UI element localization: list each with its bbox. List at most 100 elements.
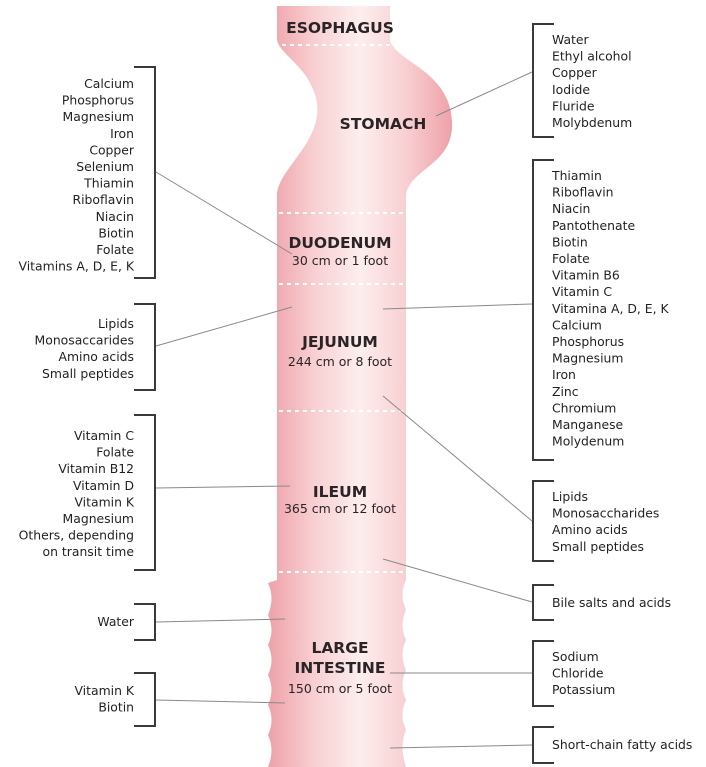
- bracket-left-jejunum: [134, 304, 155, 390]
- list-item: Vitamin D: [73, 478, 134, 493]
- list-item: Lipids: [552, 489, 588, 504]
- list-item: Riboflavin: [552, 185, 614, 200]
- bracket-left-water: [134, 604, 155, 640]
- list-item: Small peptides: [552, 539, 644, 554]
- bracket-left-ileum: [134, 415, 155, 570]
- list-item: Monosaccarides: [35, 333, 134, 348]
- right-list-scfa: Short-chain fatty acids: [552, 737, 692, 752]
- list-item: Magnesium: [63, 109, 134, 124]
- list-item: Selenium: [76, 159, 134, 174]
- list-item: Vitamins A, D, E, K: [19, 259, 135, 274]
- list-item: Folate: [552, 251, 590, 266]
- list-item: Calcium: [552, 317, 602, 332]
- list-item: Niacin: [96, 209, 134, 224]
- left-list-large-water: Water: [97, 614, 135, 629]
- right-list-jejunum: ThiaminRiboflavinNiacinPantothenateBioti…: [551, 168, 669, 449]
- jejunum-label: JEJUNUM: [301, 333, 378, 351]
- list-item: Iron: [110, 126, 134, 141]
- list-item: Zinc: [552, 384, 579, 399]
- list-item: Niacin: [552, 201, 590, 216]
- leader-left-ileum: [156, 486, 290, 488]
- list-item: Amino acids: [552, 522, 628, 537]
- bracket-right-jejunum-ileum: [533, 481, 554, 561]
- list-item: Riboflavin: [72, 192, 134, 207]
- leader-left-vitamins: [156, 700, 285, 703]
- bracket-right-stomach: [533, 24, 554, 137]
- list-item: Copper: [552, 65, 598, 80]
- right-list-bile: Bile salts and acids: [552, 595, 671, 610]
- list-item: Phosphorus: [62, 93, 134, 108]
- list-item: Thiamin: [83, 176, 134, 191]
- list-item: Amino acids: [58, 349, 134, 364]
- list-item: Potassium: [552, 682, 615, 697]
- list-item: Vitamin C: [74, 428, 134, 443]
- list-item: Folate: [96, 242, 134, 257]
- list-item: Molydenum: [552, 434, 624, 449]
- list-item: Calcium: [84, 76, 134, 91]
- bracket-right-bile: [533, 585, 554, 620]
- list-item: Phosphorus: [552, 334, 624, 349]
- list-item: Molybdenum: [552, 115, 632, 130]
- list-item: Lipids: [98, 316, 134, 331]
- leader-right-scfa: [390, 745, 532, 748]
- list-item: Manganese: [552, 417, 623, 432]
- bracket-right-electrolytes: [533, 641, 554, 706]
- leader-left-jejunum: [156, 307, 292, 346]
- list-item: Vitamin K: [74, 683, 134, 698]
- left-list-large-vitamins: Vitamin K Biotin: [74, 683, 134, 715]
- list-item: Chloride: [552, 666, 604, 681]
- ileum-length: 365 cm or 12 foot: [284, 501, 396, 516]
- list-item: Iodide: [552, 82, 590, 97]
- jejunum-length: 244 cm or 8 foot: [288, 354, 392, 369]
- list-item: Vitamina A, D, E, K: [552, 301, 669, 316]
- list-item: Monosaccharides: [552, 506, 659, 521]
- ileum-label: ILEUM: [313, 483, 367, 501]
- list-item: Vitamin B12: [58, 461, 134, 476]
- bracket-right-jejunum: [533, 160, 554, 460]
- list-item: Biotin: [552, 234, 588, 249]
- bracket-right-scfa: [533, 727, 554, 763]
- list-item: Iron: [552, 367, 576, 382]
- list-item: Water: [97, 614, 135, 629]
- bracket-left-duodenum: [134, 67, 155, 278]
- list-item: Small peptides: [42, 366, 134, 381]
- list-item: Others, depending: [19, 528, 134, 543]
- list-item: on transit time: [43, 544, 134, 559]
- large-intestine-length: 150 cm or 5 foot: [288, 681, 392, 696]
- list-item: Vitamin K: [74, 494, 134, 509]
- large-intestine-label-line2: INTESTINE: [295, 659, 386, 677]
- large-intestine-label-line1: LARGE: [311, 639, 368, 657]
- list-item: Copper: [89, 142, 135, 157]
- list-item: Ethyl alcohol: [552, 49, 632, 64]
- list-item: Magnesium: [63, 511, 134, 526]
- list-item: Bile salts and acids: [552, 595, 671, 610]
- list-item: Pantothenate: [552, 218, 635, 233]
- list-item: Short-chain fatty acids: [552, 737, 692, 752]
- list-item: Folate: [96, 445, 134, 460]
- leader-left-water: [156, 619, 285, 622]
- esophagus-label: ESOPHAGUS: [286, 19, 394, 37]
- list-item: Vitamin B6: [552, 268, 620, 283]
- leader-right-stomach: [436, 72, 532, 116]
- left-list-duodenum: CalciumPhosphorusMagnesiumIronCopperSele…: [19, 76, 135, 274]
- stomach-label: STOMACH: [340, 115, 427, 133]
- list-item: Thiamin: [551, 168, 602, 183]
- duodenum-label: DUODENUM: [288, 234, 391, 252]
- list-item: Fluride: [552, 98, 594, 113]
- list-item: Biotin: [98, 225, 134, 240]
- bracket-left-vitamins: [134, 673, 155, 726]
- leader-left-duodenum: [156, 172, 292, 254]
- list-item: Chromium: [552, 400, 616, 415]
- list-item: Biotin: [98, 700, 134, 715]
- list-item: Water: [552, 32, 590, 47]
- list-item: Vitamin C: [552, 284, 612, 299]
- list-item: Sodium: [552, 649, 599, 664]
- list-item: Magnesium: [552, 351, 623, 366]
- duodenum-length: 30 cm or 1 foot: [292, 253, 388, 268]
